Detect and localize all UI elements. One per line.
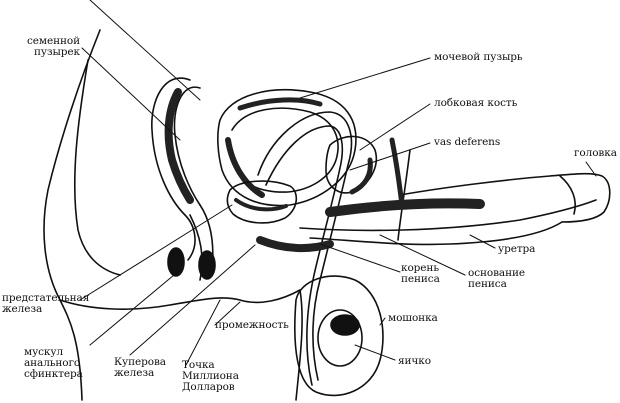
testicle (317, 309, 363, 367)
label-million-dollar-point: Точка Миллиона Долларов (182, 359, 239, 393)
penis-top (399, 172, 611, 223)
root-shade (256, 236, 334, 253)
leader-top (89, 0, 201, 101)
penis-bottom (309, 221, 563, 246)
label-glans: головка (574, 147, 617, 159)
leader-cowper (129, 244, 256, 356)
label-penis-base: основание пениса (468, 267, 526, 290)
label-anal-sphincter: мускул анального сфинктера (24, 346, 83, 380)
label-penis-root: корень пениса (401, 262, 440, 285)
leader-scrotum (379, 317, 386, 326)
bladder-inner (231, 107, 339, 193)
bladder-outer (217, 89, 357, 207)
pubic-shade (349, 157, 373, 195)
scrotum (294, 275, 384, 397)
label-prostate: предстательная железа (2, 292, 90, 315)
thigh-line (295, 289, 303, 401)
vas-deferens-2 (265, 125, 344, 386)
bladder-top-shade (237, 97, 323, 111)
label-scrotum: мошонка (388, 312, 438, 324)
vas-deferens (257, 111, 353, 381)
back-outline (43, 29, 101, 401)
anal-blob-2 (198, 250, 216, 280)
label-pubic-bone: лобковая кость (434, 97, 518, 109)
leader-seminal (81, 47, 181, 141)
label-vas-deferens: vas deferens (434, 136, 501, 148)
glans-inner (559, 175, 576, 215)
leader-root (319, 243, 401, 273)
leader-base (379, 234, 466, 276)
testicle-shade (330, 314, 360, 336)
label-urethra: уретра (498, 243, 536, 255)
leader-pubic (359, 103, 431, 151)
abdomen-shade (389, 137, 405, 208)
label-cowper-gland: Куперова железа (114, 356, 166, 379)
leader-prostate (79, 204, 233, 301)
prostate-shade (234, 198, 288, 212)
seminal-vesicle-fill (164, 88, 194, 204)
urethra-line (299, 199, 597, 232)
anal-blob-1 (167, 247, 185, 277)
corpus-shade (325, 198, 485, 217)
label-seminal-vesicle: семенной пузырек (27, 35, 80, 58)
label-testicle: яичко (398, 355, 431, 367)
inner-back-curve (73, 59, 121, 276)
leader-million (185, 299, 221, 366)
leader-testicle (354, 344, 396, 361)
leader-vas (349, 142, 431, 171)
label-bladder: мочевой пузырь (434, 51, 523, 63)
perineum-curve (59, 289, 301, 310)
leader-glans (585, 161, 597, 177)
leader-perineum (214, 301, 241, 326)
leader-bladder (299, 57, 431, 99)
bladder-shade (225, 137, 265, 198)
leader-sphincter (89, 269, 181, 346)
seminal-vesicle-outer (151, 77, 196, 261)
label-perineum: промежность (215, 319, 289, 331)
leader-urethra (469, 234, 496, 249)
